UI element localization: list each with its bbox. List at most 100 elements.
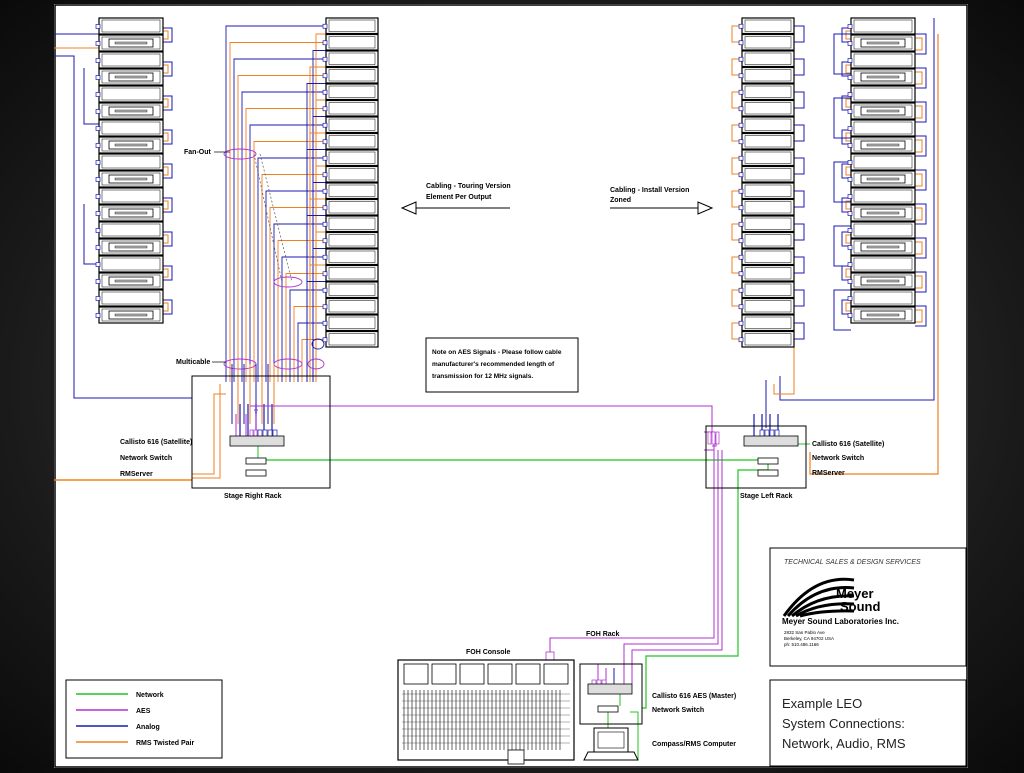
legend: Network AES Analog RMS Twisted Pair <box>65 679 223 759</box>
aes-note-line-3: transmission for 12 MHz signals. <box>432 373 533 380</box>
stage-right-rack-label: Stage Right Rack <box>224 493 282 500</box>
speaker-cabinet <box>325 182 379 200</box>
speaker-cabinet <box>325 264 379 282</box>
speaker-cabinet <box>325 149 379 167</box>
title-line-1: Example LEO <box>782 696 862 711</box>
foh-rack <box>579 663 643 725</box>
sl-device-callisto: Callisto 616 (Satellite) <box>812 441 884 448</box>
foh-callisto-unit <box>587 683 633 695</box>
speaker-cabinet <box>325 198 379 216</box>
sr-device-switch: Network Switch <box>120 455 172 462</box>
speaker-cabinet <box>741 297 795 315</box>
speaker-cabinet <box>741 99 795 117</box>
cabling-touring-arrow <box>400 201 510 215</box>
speaker-cabinet <box>325 66 379 84</box>
speaker-cabinet <box>741 248 795 266</box>
speaker-cabinet <box>325 297 379 315</box>
system-diagram: Cabling - Touring Version Element Per Ou… <box>54 4 968 768</box>
logo-text-1: Meyer <box>836 586 874 601</box>
right-sub-array <box>847 17 916 324</box>
speaker-cabinet <box>98 187 164 205</box>
cabling-install-arrow <box>610 201 714 215</box>
speaker-cabinet <box>325 33 379 51</box>
foh-rack-label: FOH Rack <box>586 631 620 638</box>
speaker-cabinet <box>741 83 795 101</box>
sr-network-switch-unit <box>245 457 267 465</box>
legend-label-network: Network <box>136 692 164 699</box>
foh-device-switch: Network Switch <box>652 707 704 714</box>
speaker-cabinet <box>325 281 379 299</box>
speaker-cabinet <box>325 50 379 68</box>
company-dept: TECHNICAL SALES & DESIGN SERVICES <box>784 559 921 566</box>
fan-out-label: Fan-Out <box>184 149 211 156</box>
speaker-cabinet <box>741 264 795 282</box>
drawing-sheet: Cabling - Touring Version Element Per Ou… <box>54 4 968 768</box>
speaker-cabinet <box>98 255 164 273</box>
speaker-cabinet <box>325 116 379 134</box>
speaker-cabinet <box>850 119 916 137</box>
stage-left-rack <box>705 425 807 489</box>
foh-console <box>397 659 575 765</box>
speaker-cabinet <box>325 314 379 332</box>
speaker-cabinet <box>98 119 164 137</box>
foh-device-callisto: Callisto 616 AES (Master) <box>652 693 736 700</box>
speaker-cabinet <box>325 99 379 117</box>
speaker-cabinet <box>98 289 164 307</box>
speaker-cabinet <box>850 255 916 273</box>
company-address-2: Berkeley, CA 94702 USA <box>784 636 834 641</box>
sl-device-rmserver: RMServer <box>812 470 845 477</box>
speaker-cabinet <box>325 215 379 233</box>
left-main-array <box>322 17 379 348</box>
speaker-cabinet <box>850 289 916 307</box>
speaker-cabinet <box>98 85 164 103</box>
speaker-cabinet <box>325 330 379 348</box>
left-sub-array <box>95 17 164 324</box>
sr-callisto-unit <box>229 435 285 447</box>
sl-network-switch-unit <box>757 457 779 465</box>
speaker-cabinet <box>741 165 795 183</box>
speaker-cabinet <box>741 231 795 249</box>
sl-callisto-unit <box>743 435 799 447</box>
speaker-cabinet <box>741 198 795 216</box>
speaker-cabinet <box>741 33 795 51</box>
speaker-cabinet <box>325 165 379 183</box>
aes-note-box <box>425 337 579 393</box>
title-block: Example LEO System Connections: Network,… <box>769 679 967 767</box>
speaker-cabinet <box>325 132 379 150</box>
speaker-cabinet <box>325 17 379 35</box>
speaker-cabinet <box>98 17 164 35</box>
company-name: Meyer Sound Laboratories Inc. <box>782 617 899 626</box>
speaker-cabinet <box>850 85 916 103</box>
speaker-cabinet <box>850 17 916 35</box>
speaker-cabinet <box>741 66 795 84</box>
sr-device-rmserver: RMServer <box>120 471 153 478</box>
speaker-cabinet <box>850 51 916 69</box>
speaker-cabinet <box>98 221 164 239</box>
meyer-sound-logo: Meyer Sound <box>782 574 896 618</box>
sl-rmserver-unit <box>757 469 779 477</box>
aes-note-line-1: Note on AES Signals - Please follow cabl… <box>432 349 562 356</box>
logo-text-2: Sound <box>840 599 880 614</box>
company-address-3: ph: 510.486.1166 <box>784 642 819 647</box>
speaker-cabinet <box>741 149 795 167</box>
speaker-cabinet <box>98 153 164 171</box>
foh-device-computer: Compass/RMS Computer <box>652 741 736 748</box>
sl-device-switch: Network Switch <box>812 455 864 462</box>
foh-console-label: FOH Console <box>466 649 510 656</box>
speaker-cabinet <box>850 153 916 171</box>
foh-network-switch-unit <box>597 705 619 713</box>
company-address-1: 2832 San Pablo Ave <box>784 630 825 635</box>
sr-rmserver-unit <box>245 469 267 477</box>
speaker-cabinet <box>741 330 795 348</box>
legend-label-analog: Analog <box>136 724 160 731</box>
right-main-array <box>738 17 795 348</box>
speaker-cabinet <box>850 221 916 239</box>
speaker-cabinet <box>325 248 379 266</box>
speaker-cabinet <box>98 51 164 69</box>
speaker-cabinet <box>741 314 795 332</box>
legend-label-aes: AES <box>136 708 151 715</box>
speaker-cabinet <box>741 281 795 299</box>
title-line-3: Network, Audio, RMS <box>782 736 906 751</box>
cabling-touring-label-1: Cabling - Touring Version <box>426 183 511 190</box>
cabling-install-label-2: Zoned <box>610 197 631 204</box>
